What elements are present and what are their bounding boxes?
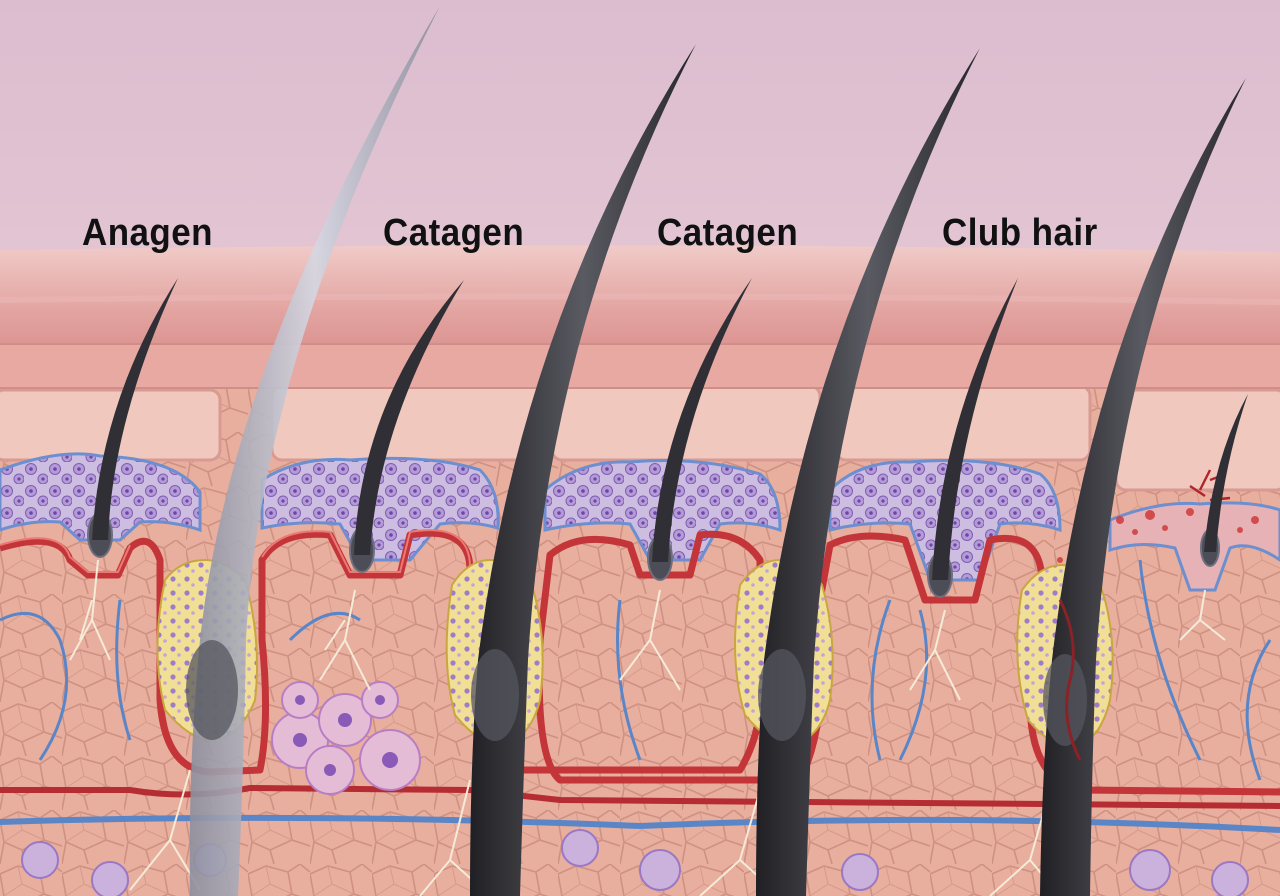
label-anagen: Anagen	[82, 212, 213, 255]
epidermis-surface	[0, 245, 1280, 360]
label-catagen-2: Catagen	[657, 212, 798, 255]
label-club-hair: Club hair	[942, 212, 1098, 255]
label-catagen-1: Catagen	[383, 212, 524, 255]
skin-ridges	[0, 344, 1280, 388]
